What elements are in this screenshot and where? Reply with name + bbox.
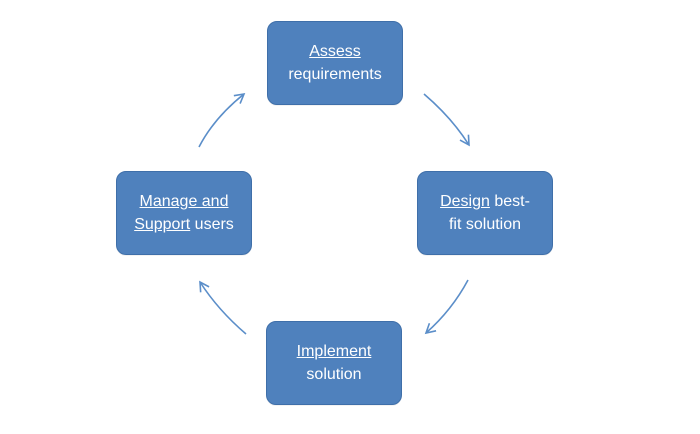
node-design-line1: Design best-	[440, 190, 530, 213]
node-manage-rest: users	[190, 216, 234, 233]
node-design-line2: fit solution	[448, 216, 522, 233]
arrow-implement-to-manage	[199, 280, 247, 335]
node-manage-line1: Manage and	[139, 193, 229, 210]
node-assess-line2: requirements	[288, 66, 382, 83]
node-manage-underlined: Support	[134, 216, 191, 233]
node-design-rest: best-	[489, 193, 530, 210]
node-implement-line1: Implement	[296, 343, 372, 360]
arrow-design-to-implement	[424, 279, 469, 335]
node-implement-solution: Implement solution	[266, 321, 402, 405]
node-design-underlined: Design	[440, 193, 490, 210]
node-implement-line2: solution	[306, 366, 362, 383]
arrow-manage-to-assess	[198, 92, 246, 148]
node-manage-support-users: Manage and Support users	[116, 171, 252, 255]
node-design-solution: Design best- fit solution	[417, 171, 553, 255]
node-assess-requirements: Assess requirements	[267, 21, 403, 105]
arrow-assess-to-design	[423, 93, 470, 147]
node-assess-line1: Assess	[309, 43, 361, 60]
node-manage-line2: Support users	[134, 213, 234, 236]
